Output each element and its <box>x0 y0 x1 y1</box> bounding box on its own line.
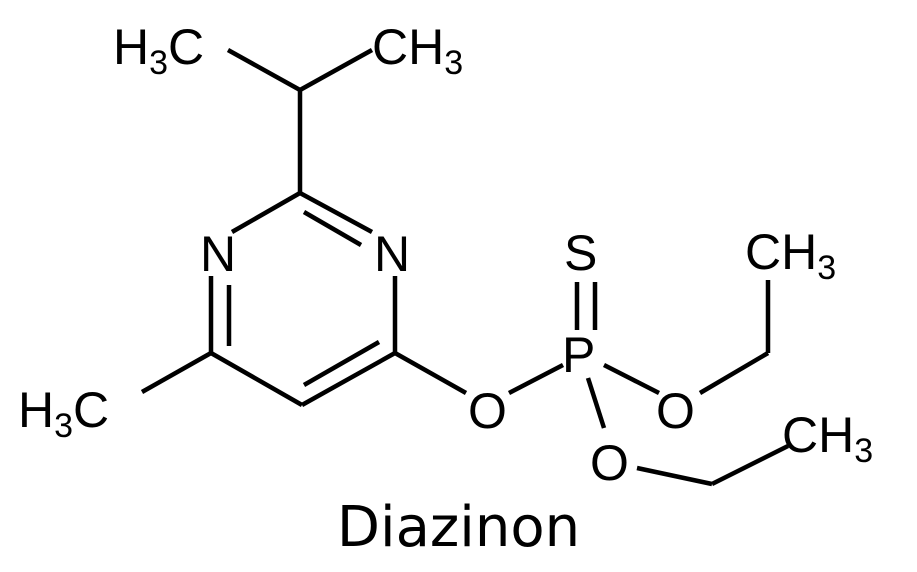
bond-c6-methyl <box>140 351 213 394</box>
bond-o-ester1-ch2 <box>698 351 770 395</box>
bond-c5-c4 <box>300 351 397 407</box>
compound-name: Diazinon <box>336 495 581 560</box>
bond-o-ester2-ch2 <box>636 465 713 487</box>
atom-h3c-top: H3C <box>113 19 204 82</box>
atom-p: P <box>562 327 595 383</box>
atom-ch3-ester2: CH3 <box>782 407 873 470</box>
bond-c2-n3 <box>298 191 374 234</box>
bond-ch2-ch3-ester2 <box>710 443 790 487</box>
atom-n-right: N <box>374 226 410 282</box>
bond-p-o-ester2 <box>585 377 607 429</box>
atom-o-ester2: O <box>590 435 629 491</box>
bond-o-p <box>507 363 565 395</box>
atom-ch3-top: CH3 <box>372 19 463 82</box>
atom-n-left: N <box>200 226 236 282</box>
atom-o-link: O <box>468 383 507 439</box>
bond-p-o-ester1 <box>602 362 661 396</box>
bond-top-methyl-right <box>298 48 374 92</box>
atom-s: S <box>564 225 597 281</box>
atom-h3c-left: H3C <box>18 382 109 445</box>
bond-c4-o <box>393 351 468 395</box>
bonds <box>140 48 790 487</box>
atom-ch3-ester1: CH3 <box>745 224 836 287</box>
bond-c2-n1 <box>230 191 302 234</box>
atom-o-ester1: O <box>656 383 695 439</box>
bond-c2-n3-double <box>302 210 363 247</box>
bond-c6-c5 <box>209 351 304 407</box>
bond-top-methyl-left <box>226 48 302 92</box>
bond-c5-c4-double <box>302 340 381 387</box>
